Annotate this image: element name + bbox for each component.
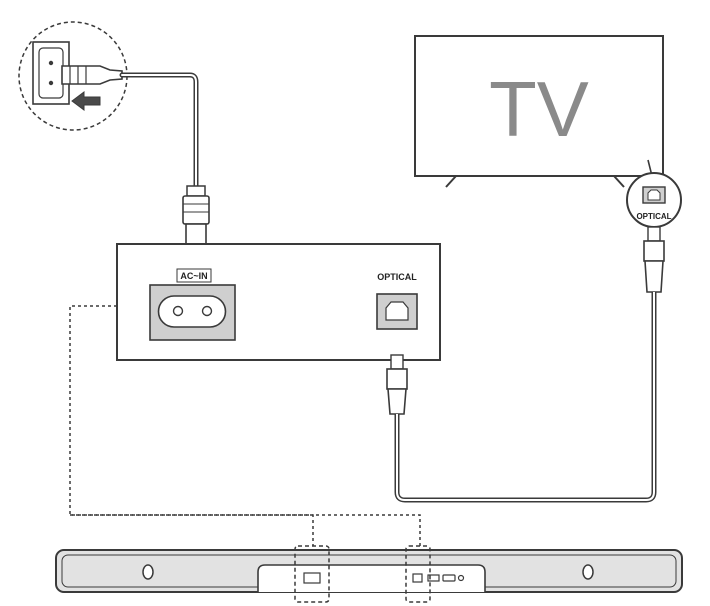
ac-pin-right [201, 305, 213, 317]
ac-in-socket-shape [157, 295, 227, 328]
soundbar-aux-port [457, 574, 465, 582]
optical-plug-tv [643, 226, 665, 293]
power-cord [119, 72, 199, 189]
power-plug [61, 65, 123, 85]
soundbar-hdmi-port [442, 574, 456, 582]
wall-socket-callout [18, 21, 128, 131]
ac-pin-left [172, 305, 184, 317]
mount-hole-right [582, 564, 594, 580]
soundbar-recess [257, 564, 486, 592]
optical-label: OPTICAL [377, 272, 417, 282]
insert-arrow-icon [71, 91, 101, 111]
soundbar-optical-port [412, 573, 423, 583]
highlight-ac-port [294, 545, 330, 603]
tv-port-label: OPTICAL [636, 212, 671, 221]
panel-guide-left [69, 305, 314, 546]
tv-stand-left [445, 175, 457, 188]
mount-hole-left [142, 564, 154, 580]
ac-in-label-box [176, 268, 212, 283]
optical-plug-panel [386, 354, 408, 415]
ac-in-label: AC~IN [180, 271, 207, 281]
rear-panel: AC~IN OPTICAL [116, 243, 441, 361]
tv-screen [414, 35, 664, 177]
tv-port-socket-inner [647, 189, 661, 201]
soundbar-usb-port [427, 574, 440, 582]
soundbar [55, 545, 683, 603]
power-connector [182, 185, 210, 245]
tv-stand-right [613, 175, 625, 188]
tv-label: TV [489, 65, 589, 153]
tv-optical-port: OPTICAL [626, 159, 682, 228]
highlight-optical-port [405, 545, 431, 603]
outlet-face [38, 47, 64, 99]
outlet-hole-top [48, 60, 54, 66]
soundbar-ac-port [303, 572, 321, 584]
optical-socket-inner [385, 301, 409, 321]
tv: TV [414, 35, 664, 188]
outlet-hole-bottom [48, 80, 54, 86]
panel-guide-right [70, 514, 421, 546]
